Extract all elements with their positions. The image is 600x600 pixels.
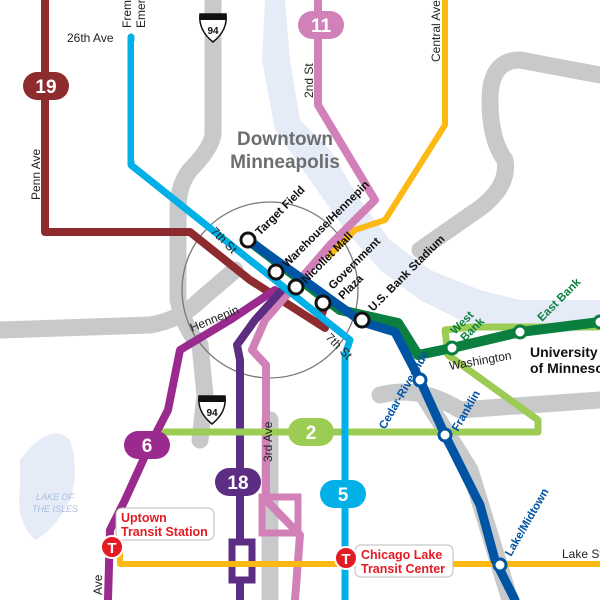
svg-text:19: 19: [35, 77, 56, 98]
svg-text:94: 94: [207, 26, 219, 37]
svg-text:T: T: [107, 540, 116, 557]
station-east-bank[interactable]: [512, 324, 528, 340]
svg-text:T: T: [341, 551, 350, 568]
street-ave-bottom: Ave: [91, 574, 105, 595]
metro-transit-t-icon: [100, 535, 124, 559]
station-cedar-riverside[interactable]: [412, 372, 428, 388]
mississippi-river: [262, 0, 600, 335]
svg-text:6: 6: [142, 436, 153, 457]
metro-transit-t-icon: [334, 546, 358, 570]
label-lake-midtown: Lake/Midtown: [503, 487, 551, 559]
label-target-field: Target Field: [254, 184, 308, 238]
station-warehouse-hennepin[interactable]: [267, 263, 285, 281]
svg-text:Transit Station: Transit Station: [121, 525, 208, 539]
uptown-transit-station[interactable]: Uptown Transit Station T: [100, 507, 215, 559]
route-5-line[interactable]: [127, 33, 354, 600]
place-umn-1: University: [530, 344, 598, 360]
svg-text:11: 11: [311, 16, 332, 37]
station-stadium-village[interactable]: [592, 314, 600, 330]
street-emerson: Emerson: [134, 0, 148, 28]
station-nicollet-mall[interactable]: [287, 278, 305, 296]
route-11-line[interactable]: [248, 0, 379, 600]
area-title-line2: Minneapolis: [230, 152, 340, 173]
street-central-ave: Central Ave: [429, 0, 443, 62]
route-6-badge[interactable]: 6: [124, 431, 170, 459]
svg-text:Uptown: Uptown: [121, 511, 167, 525]
place-lake-1: LAKE OF: [36, 492, 75, 502]
chicago-lake-transit-center[interactable]: Chicago Lake Transit Center T: [334, 544, 454, 578]
route-5-badge[interactable]: 5: [320, 480, 366, 508]
route-6-line[interactable]: [104, 286, 279, 600]
svg-text:2: 2: [306, 423, 317, 444]
station-target-field[interactable]: [239, 231, 257, 249]
svg-text:18: 18: [227, 473, 248, 494]
street-fremont: Fremont: [120, 0, 134, 28]
route-11-badge[interactable]: 11: [298, 11, 344, 39]
street-26th-ave: 26th Ave: [67, 31, 114, 45]
stations: [239, 231, 600, 573]
interstate-94-shield: 94: [199, 13, 227, 43]
street-lake-st: Lake St: [562, 547, 600, 561]
route-18-badge[interactable]: 18: [215, 468, 261, 496]
svg-text:94: 94: [206, 408, 218, 419]
station-franklin[interactable]: [437, 427, 453, 443]
street-2nd-st: 2nd St: [302, 63, 316, 98]
central-ave-line[interactable]: [327, 0, 448, 258]
route-18-line[interactable]: [233, 286, 286, 600]
station-us-bank-stadium[interactable]: [353, 311, 371, 329]
route-11-loop: [258, 493, 302, 537]
station-west-bank[interactable]: [444, 340, 460, 356]
water-features: [19, 0, 600, 540]
svg-text:Transit Center: Transit Center: [361, 562, 445, 576]
route-2-badge[interactable]: 2: [288, 418, 334, 446]
place-umn-2: of Minnesota: [530, 360, 600, 376]
route-19-badge[interactable]: 19: [23, 72, 69, 100]
station-government-plaza[interactable]: [314, 294, 332, 312]
place-lake-2: THE ISLES: [32, 504, 78, 514]
lake-of-the-isles: [19, 433, 75, 540]
svg-text:Chicago Lake: Chicago Lake: [361, 548, 442, 562]
area-title-line1: Downtown: [237, 129, 333, 150]
svg-text:5: 5: [338, 485, 349, 506]
street-3rd-ave: 3rd Ave: [261, 421, 275, 462]
interstate-94-shield: 94: [198, 395, 226, 425]
station-lake-midtown[interactable]: [492, 557, 508, 573]
route-2-line[interactable]: [161, 323, 600, 436]
street-penn-ave: Penn Ave: [29, 149, 43, 200]
